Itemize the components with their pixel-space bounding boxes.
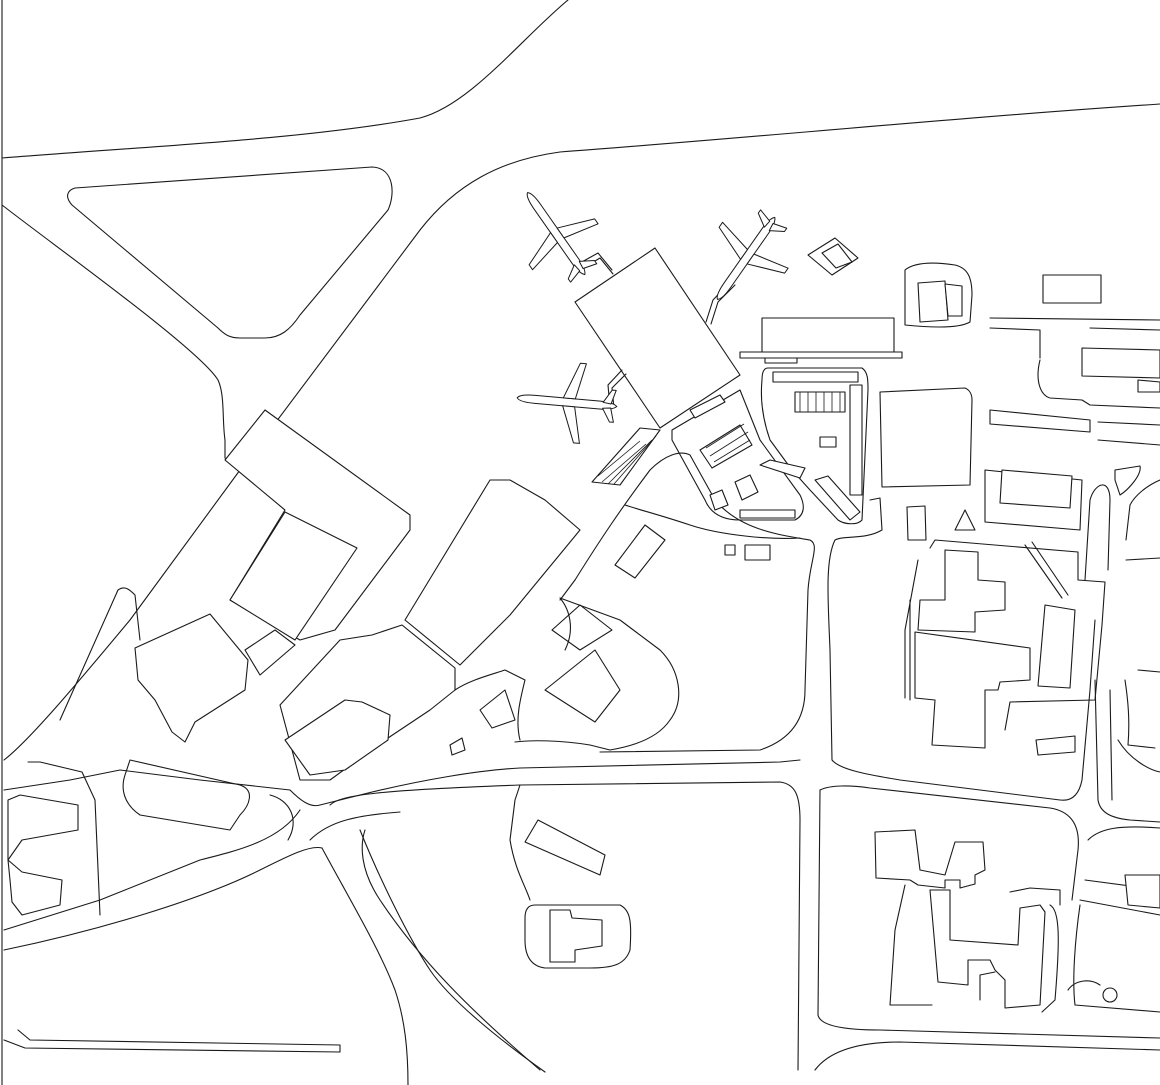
terminal-access [559, 452, 815, 753]
road-network [3, 759, 801, 1085]
aircraft-north [526, 192, 599, 283]
road-south-west [3, 1029, 341, 1053]
runway [1, 0, 1160, 159]
parking-lot-triangle [760, 367, 869, 525]
hangar-complex-central [279, 479, 680, 781]
road-network-east [814, 317, 1160, 1071]
building-long-east [739, 317, 903, 364]
apron-hatched-wedge [591, 427, 661, 486]
buildings-east [874, 262, 1160, 1013]
aircraft-east [716, 209, 789, 300]
grass-island-north [67, 166, 393, 339]
terminal-building [574, 247, 741, 429]
aircraft-south [516, 362, 618, 444]
building-small-north [807, 237, 859, 276]
buildings-south-central [524, 819, 632, 969]
parking-lot-west [671, 389, 861, 521]
hangar-complex-west [59, 409, 411, 743]
buildings-southwest [7, 759, 294, 916]
